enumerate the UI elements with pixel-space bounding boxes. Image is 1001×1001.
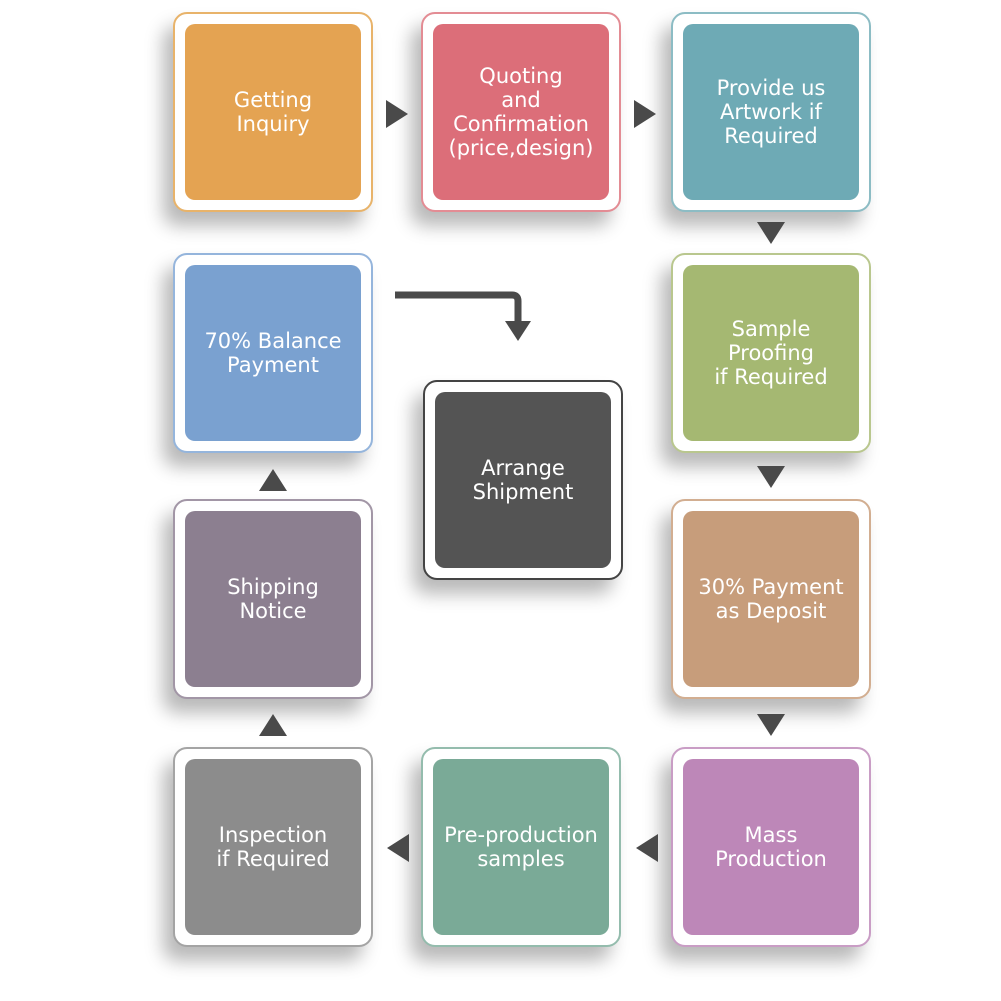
step-shipping-notice: Shipping Notice	[173, 499, 373, 699]
step-label: Pre-production samples	[433, 759, 609, 935]
arrow-up-icon	[259, 469, 287, 491]
step-arrange-shipment: Arrange Shipment	[423, 380, 623, 580]
step-label: 30% Payment as Deposit	[683, 511, 859, 687]
step-label: Sample Proofing if Required	[683, 265, 859, 441]
step-label: Shipping Notice	[185, 511, 361, 687]
step-label: Inspection if Required	[185, 759, 361, 935]
step-sample-proofing: Sample Proofing if Required	[671, 253, 871, 453]
step-label: Arrange Shipment	[435, 392, 611, 568]
arrow-right-icon	[634, 100, 656, 128]
step-label: Provide us Artwork if Required	[683, 24, 859, 200]
bent-arrow-icon	[395, 291, 531, 341]
step-getting-inquiry: Getting Inquiry	[173, 12, 373, 212]
step-inspection: Inspection if Required	[173, 747, 373, 947]
arrow-up-icon	[259, 714, 287, 736]
arrow-down-icon	[757, 714, 785, 736]
arrow-right-icon	[386, 100, 408, 128]
step-mass-production: Mass Production	[671, 747, 871, 947]
step-label: Quoting and Confirmation (price,design)	[433, 24, 609, 200]
arrow-left-icon	[636, 834, 658, 862]
step-balance-payment: 70% Balance Payment	[173, 253, 373, 453]
step-label: 70% Balance Payment	[185, 265, 361, 441]
arrow-down-icon	[757, 222, 785, 244]
step-deposit-payment: 30% Payment as Deposit	[671, 499, 871, 699]
step-label: Mass Production	[683, 759, 859, 935]
step-label: Getting Inquiry	[185, 24, 361, 200]
step-provide-artwork: Provide us Artwork if Required	[671, 12, 871, 212]
arrow-left-icon	[387, 834, 409, 862]
step-preproduction-samples: Pre-production samples	[421, 747, 621, 947]
step-quoting-confirmation: Quoting and Confirmation (price,design)	[421, 12, 621, 212]
arrow-down-icon	[757, 466, 785, 488]
